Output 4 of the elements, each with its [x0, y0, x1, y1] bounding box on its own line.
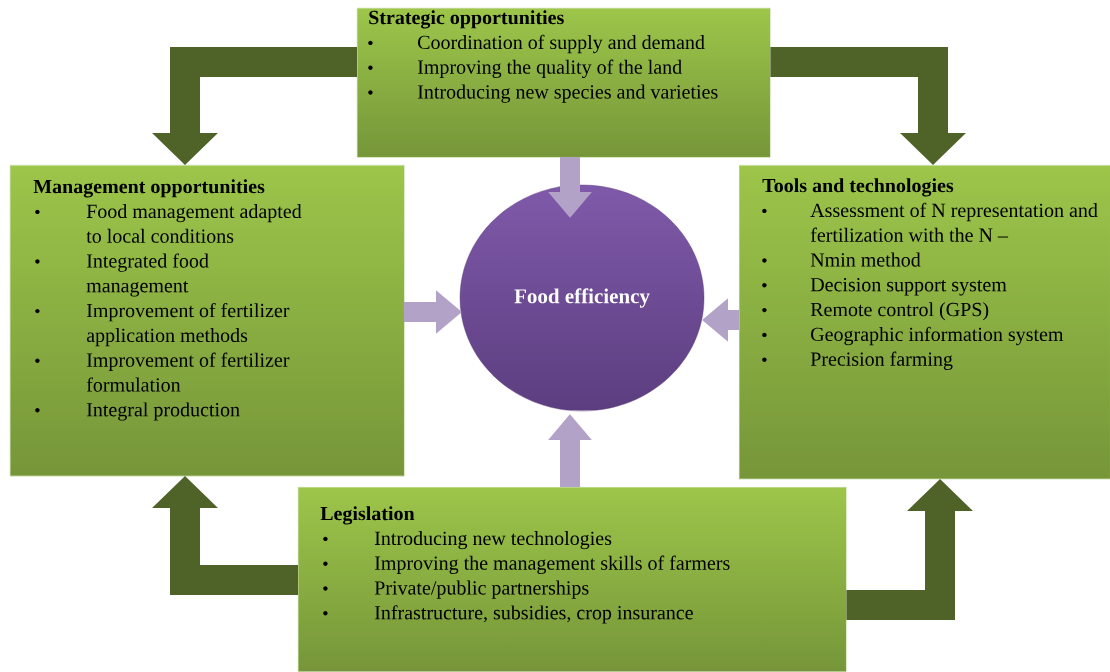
text-box: Management opportunities Food management adapted to local conditions Integrated food management Improvement of fertilizer application methods Improvement of fertilizer formulation Integral production [10, 165, 405, 477]
text-box: Legislation Introducing new technologies Improving the management skills of farmers Private/public partnerships Infrastructure, subsidies, crop insurance [298, 487, 847, 672]
text-box: Tools and technologies Assessment of N representation and fertilization with the N – Nmin method Decision support system Remote control (GPS) Geographic information system Precision farming [739, 165, 1110, 480]
text-box: Strategic opportunities Coordination of supply and demand Improving the quality of the land Introducing new species and varieties [357, 8, 771, 158]
